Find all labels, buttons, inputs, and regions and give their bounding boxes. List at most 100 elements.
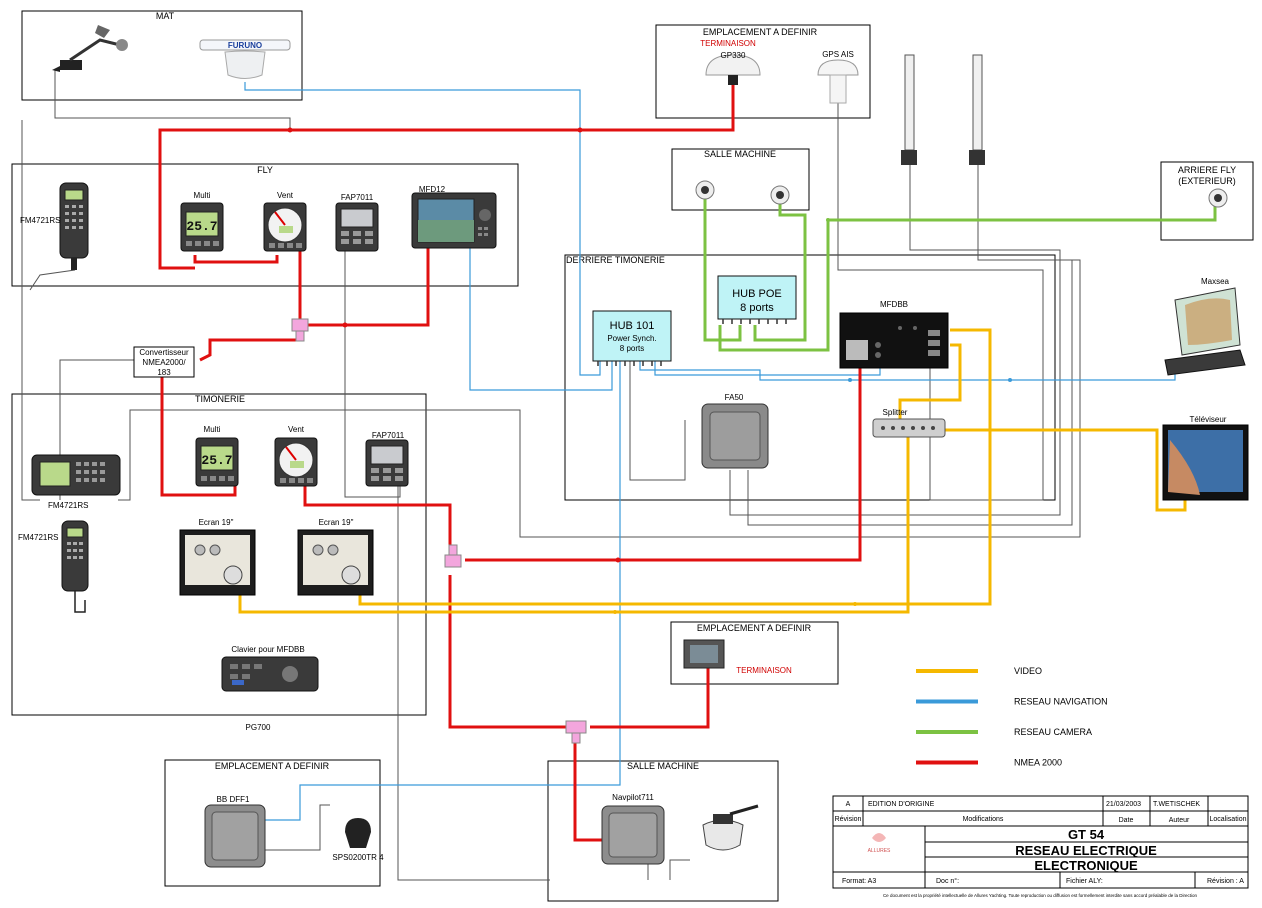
multi-fly-value: 25.7 xyxy=(186,219,217,234)
gps-ais-antenna-icon: GPS AIS xyxy=(817,50,859,104)
gp330-label: GP330 xyxy=(721,51,746,60)
radar-antenna-icon: FURUNO xyxy=(199,39,291,79)
multi-tim-value: 25.7 xyxy=(201,453,232,468)
tb-doc: Doc n°: xyxy=(936,877,959,885)
tb-rev-desc: EDITION D'ORIGINE xyxy=(868,801,935,808)
mfdbb-label: MFDBB xyxy=(880,300,908,309)
camera-icon xyxy=(1208,188,1228,208)
zone-title-arriere-fly-1: ARRIERE FLY xyxy=(1178,165,1236,175)
hub-poe-box: HUB POE 8 ports xyxy=(717,275,797,324)
vent-tim-label: Vent xyxy=(288,425,305,434)
televiseur-icon: Téléviseur xyxy=(1162,415,1249,501)
ecran1-label: Ecran 19" xyxy=(199,518,234,527)
clavier-mfdbb-icon: Clavier pour MFDBB xyxy=(221,645,319,692)
zone-emplacement-mid xyxy=(670,621,839,685)
zone-title-emplacement-top: EMPLACEMENT A DEFINIR xyxy=(703,27,818,37)
terminaison-module-icon xyxy=(683,639,725,669)
convertisseur-label-1: Convertisseur xyxy=(139,348,189,357)
navpilot711-unit-icon: Navpilot711 xyxy=(601,793,665,865)
mfd12-display-icon: MFD12 xyxy=(411,185,497,249)
bb-dff1-unit-icon: BB DFF1 xyxy=(204,795,266,868)
tb-rev-date: 21/03/2003 xyxy=(1106,801,1141,808)
gp330-antenna-icon: GP330 xyxy=(705,51,761,85)
wind-sensor-icon xyxy=(52,25,128,72)
tb-title-2: RESEAU ELECTRIQUE xyxy=(1015,843,1157,858)
zone-title-emplacement-bottom: EMPLACEMENT A DEFINIR xyxy=(215,761,330,771)
zone-salle-machine-top xyxy=(671,148,810,211)
zone-fly xyxy=(11,163,519,287)
mfdbb-unit-icon: MFDBB xyxy=(839,300,949,369)
camera-icon xyxy=(695,180,715,200)
zone-title-timonerie: TIMONERIE xyxy=(195,394,245,404)
maxsea-label: Maxsea xyxy=(1201,277,1230,286)
fap7011-fly-icon: FAP7011 xyxy=(335,193,379,252)
tb-revision: Révision : A xyxy=(1207,878,1244,885)
svg-text:FURUNO: FURUNO xyxy=(228,41,262,50)
legend-label: RESEAU CAMERA xyxy=(1014,727,1092,737)
tb-h-date: Date xyxy=(1119,817,1134,824)
gray-wires xyxy=(21,70,1081,881)
zone-arriere-fly xyxy=(1160,161,1254,241)
multi-display-fly-icon: 25.7 Multi xyxy=(180,191,224,252)
zone-title-salle-machine-bottom: SALLE MACHINE xyxy=(627,761,699,771)
zone-title-derriere-timonerie: DERRIERE TIMONERIE xyxy=(566,255,665,265)
mfd12-label: MFD12 xyxy=(419,185,446,194)
televiseur-label: Téléviseur xyxy=(1190,415,1227,424)
allures-logo: ALLURES xyxy=(868,833,891,854)
ecran2-label: Ecran 19" xyxy=(319,518,354,527)
junction-dots xyxy=(287,127,1012,614)
fa50-label: FA50 xyxy=(725,393,744,402)
zone-salle-machine-bottom xyxy=(547,760,779,902)
vent-fly-label: Vent xyxy=(277,191,294,200)
tb-h-auteur: Auteur xyxy=(1169,817,1190,824)
zone-title-emplacement-mid: EMPLACEMENT A DEFINIR xyxy=(697,623,812,633)
maxsea-laptop-icon: Maxsea xyxy=(1164,277,1246,376)
tb-rev-letter: A xyxy=(846,801,851,808)
fap7011-tim-icon: FAP7011 xyxy=(365,431,409,487)
transducer-icon: SPS0200TR 4 xyxy=(332,818,384,862)
ecran-19-icon: Ecran 19" xyxy=(297,518,374,596)
hub101-box: HUB 101 Power Synch. 8 ports xyxy=(592,310,672,366)
t-connector-icon xyxy=(444,544,462,568)
multi-fly-label: Multi xyxy=(194,191,211,200)
wind-display-fly-icon: Vent xyxy=(263,191,307,252)
fm4721rs-tim2-label: FM4721RS xyxy=(18,533,58,542)
t-connector-icon xyxy=(291,318,309,342)
fap7011-fly-label: FAP7011 xyxy=(341,193,374,202)
convertisseur-box: Convertisseur NMEA2000/ 183 xyxy=(133,346,195,378)
multi-tim-label: Multi xyxy=(204,425,221,434)
multi-display-tim-icon: 25.7 Multi xyxy=(195,425,239,487)
zone-boxes xyxy=(11,10,1254,902)
pg700-label: PG700 xyxy=(246,723,271,732)
vhf-antenna-icon xyxy=(969,54,985,165)
splitter-icon: Splitter xyxy=(872,408,946,438)
title-block: A EDITION D'ORIGINE 21/03/2003 T.WETISCH… xyxy=(832,795,1249,889)
zone-title-salle-machine-top: SALLE MACHINE xyxy=(704,149,776,159)
tb-title-3: ELECTRONIQUE xyxy=(1034,858,1138,873)
tb-disclaimer: Ce document est la propriété intellectue… xyxy=(883,893,1198,898)
bb-dff1-label: BB DFF1 xyxy=(217,795,250,804)
tb-rev-author: T.WETISCHEK xyxy=(1153,801,1200,808)
camera-icon xyxy=(770,185,790,205)
tb-h-modifications: Modifications xyxy=(963,816,1004,823)
fm4721rs-base-station-icon: FM4721RS xyxy=(31,454,121,510)
gps-ais-label: GPS AIS xyxy=(822,50,854,59)
tb-fichier: Fichier ALY: xyxy=(1066,878,1103,885)
zone-titles: MAT FLY TIMONERIE DERRIERE TIMONERIE SAL… xyxy=(156,11,1236,771)
allures-logo-text: ALLURES xyxy=(868,848,891,854)
vhf-antenna-icon xyxy=(901,54,917,165)
fap7011-tim-label: FAP7011 xyxy=(372,431,405,440)
hub101-subtitle: Power Synch. xyxy=(607,334,656,343)
hub-poe-title: HUB POE xyxy=(732,288,782,300)
zone-title-mat: MAT xyxy=(156,11,175,21)
zone-title-arriere-fly-2: (EXTERIEUR) xyxy=(1178,176,1236,186)
fm4721rs-handset-tim-icon: FM4721RS xyxy=(18,520,89,613)
convertisseur-label-2: NMEA2000/ xyxy=(142,358,186,367)
hub-poe-ports: 8 ports xyxy=(740,302,774,314)
wind-display-tim-icon: Vent xyxy=(274,425,318,487)
zone-mat xyxy=(21,10,303,101)
tb-h-localisation: Localisation xyxy=(1210,816,1247,823)
fm4721rs-handset-icon: FM4721RS xyxy=(20,182,89,270)
